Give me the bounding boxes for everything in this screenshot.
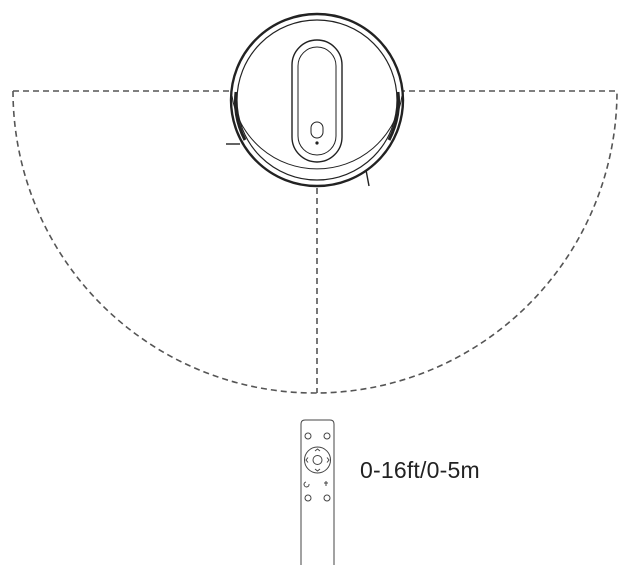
remote-control-icon	[300, 419, 335, 565]
robot-vacuum-icon	[226, 12, 405, 188]
robot-body-outer	[229, 12, 405, 188]
remote-dpad-down-arrow	[314, 468, 321, 472]
robot-power-button	[310, 121, 324, 139]
robot-top-cover-inner	[297, 46, 337, 156]
robot-bumper-right	[387, 91, 400, 141]
remote-button-bottom-right	[323, 494, 331, 502]
robot-indicator-light	[315, 141, 319, 145]
remote-button-bottom-left	[304, 494, 312, 502]
remote-button-top-left	[304, 432, 312, 440]
robot-bumper-front	[231, 95, 403, 170]
remote-dpad	[304, 446, 331, 474]
remote-dpad-left-arrow	[305, 457, 309, 463]
range-distance-label: 0-16ft/0-5m	[360, 457, 480, 483]
signal-range-area	[12, 90, 618, 394]
robot-body-ring	[236, 19, 398, 181]
remote-dpad-center	[312, 455, 323, 465]
remote-button-mid-left	[303, 481, 310, 488]
remote-dpad-right-arrow	[326, 457, 330, 463]
remote-button-mid-right	[324, 481, 328, 486]
robot-bumper-left	[234, 91, 247, 141]
remote-body	[300, 419, 335, 565]
side-brush-right	[365, 169, 370, 187]
robot-top-cover-outer	[291, 39, 343, 163]
remote-button-top-right	[323, 432, 331, 440]
remote-dpad-up-arrow	[314, 448, 321, 452]
range-arc	[12, 90, 618, 394]
